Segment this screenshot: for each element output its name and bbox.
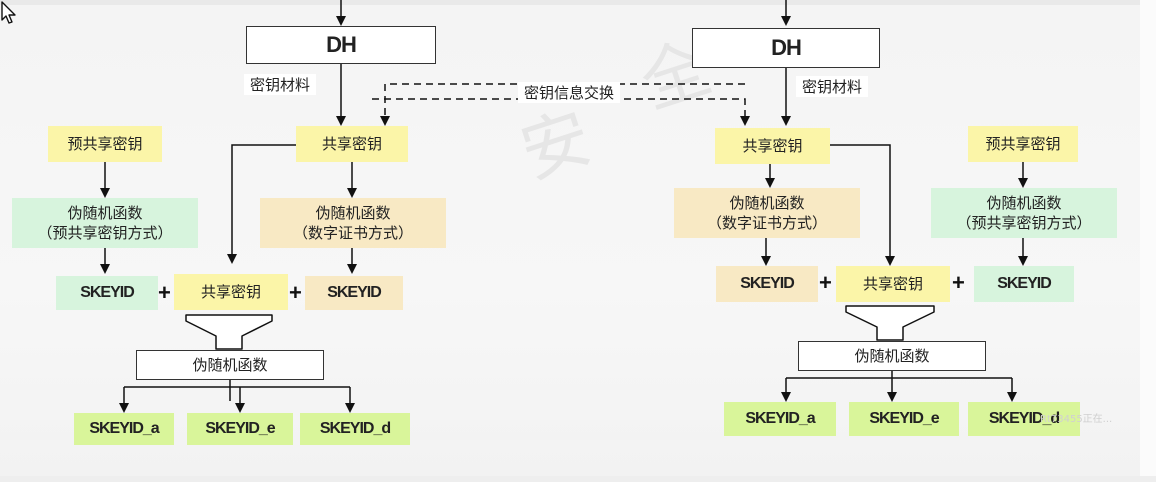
- right-edge-strip: [1140, 0, 1156, 482]
- left-prf-cert-box: 伪随机函数 （数字证书方式）: [260, 198, 446, 248]
- left-shared-key-top-box: 共享密钥: [296, 126, 408, 162]
- right-skeyid-cert-box: SKEYID: [716, 266, 818, 302]
- left-plus-1: +: [158, 280, 171, 305]
- dashed-exchange-upper: [380, 83, 745, 126]
- corner-watermark-text: Rt73455正在...: [1040, 414, 1113, 425]
- top-edge-bar: [0, 0, 1140, 5]
- dashed-exchange-lower: [372, 98, 750, 126]
- mouse-cursor-icon: [1, 1, 16, 24]
- right-skeyid-e-box: SKEYID_e: [849, 402, 959, 436]
- left-prf-preshared-box: 伪随机函数 （预共享密钥方式）: [12, 198, 198, 248]
- left-preshared-key-box: 预共享密钥: [48, 126, 162, 162]
- left-skeyid-a-box: SKEYID_a: [74, 413, 174, 445]
- right-skeyid-preshared-box: SKEYID: [974, 266, 1074, 302]
- left-prf-final-box: 伪随机函数: [136, 350, 324, 380]
- right-dh-box: DH: [692, 28, 880, 68]
- right-shared-key-mid-box: 共享密钥: [836, 266, 950, 302]
- left-dh-box: DH: [246, 26, 436, 64]
- right-prf-preshared-box: 伪随机函数 （预共享密钥方式）: [931, 188, 1117, 238]
- left-skeyid-preshared-box: SKEYID: [56, 276, 158, 310]
- right-preshared-key-box: 预共享密钥: [968, 126, 1078, 162]
- right-key-material-label: 密钥材料: [796, 76, 869, 97]
- left-key-material-label: 密钥材料: [244, 74, 317, 95]
- right-skeyid-d-box: SKEYID_d: [968, 402, 1080, 436]
- left-plus-2: +: [289, 280, 302, 305]
- right-skeyid-a-box: SKEYID_a: [724, 402, 836, 436]
- right-prf-final-box: 伪随机函数: [798, 341, 986, 371]
- left-skeyid-d-box: SKEYID_d: [300, 413, 410, 445]
- right-plus-1: +: [819, 270, 832, 295]
- key-exchange-label: 密钥信息交换: [518, 82, 621, 103]
- left-skeyid-cert-box: SKEYID: [305, 276, 403, 310]
- left-merge-block-arrow: [185, 314, 273, 350]
- left-skeyid-e-box: SKEYID_e: [187, 413, 293, 445]
- right-shared-key-top-box: 共享密钥: [715, 128, 830, 164]
- right-merge-block-arrow: [845, 305, 935, 341]
- bottom-edge-bar: [0, 476, 1156, 482]
- right-plus-2: +: [952, 270, 965, 295]
- right-prf-cert-box: 伪随机函数 （数字证书方式）: [674, 188, 860, 238]
- left-shared-key-mid-box: 共享密钥: [174, 274, 288, 310]
